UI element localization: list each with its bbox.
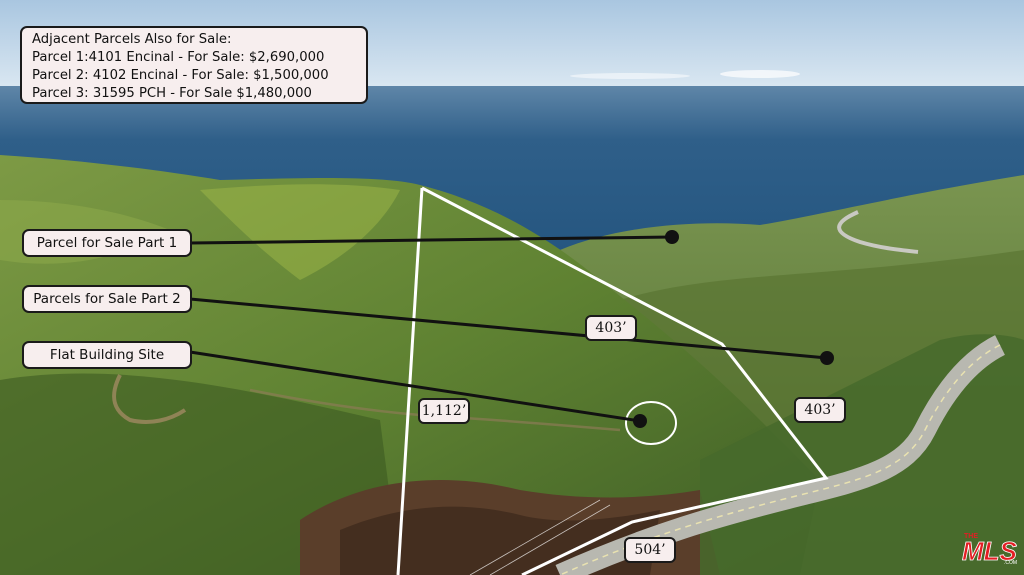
label-parcel-part-1: Parcel for Sale Part 1	[22, 229, 192, 257]
logo-com: .COM	[1004, 560, 1017, 566]
dimension-right: 403’	[794, 397, 846, 423]
logo-the: THE	[964, 533, 978, 540]
leader-line-part2	[189, 297, 828, 360]
marker-part1	[665, 230, 679, 244]
power-line	[489, 504, 611, 575]
dirt-trail	[112, 374, 187, 424]
parcel-boundary-left	[396, 187, 424, 575]
marker-flat-site	[633, 414, 647, 428]
upper-road	[837, 210, 919, 254]
leader-line-flat-site	[189, 350, 641, 423]
info-heading: Adjacent Parcels Also for Sale:	[32, 32, 232, 47]
dimension-bottom: 504’	[624, 537, 676, 563]
hill-highlight	[200, 184, 400, 280]
highway	[555, 335, 1006, 575]
leader-line-part1	[189, 235, 673, 245]
info-parcel-1: Parcel 1:4101 Encinal - For Sale: $2,690…	[32, 50, 325, 65]
dimension-top-right: 403’	[585, 315, 637, 341]
parcel-boundary	[421, 186, 829, 575]
logo-mls: MLS	[962, 536, 1018, 566]
label-parcel-part-2: Parcels for Sale Part 2	[22, 285, 192, 313]
dimension-left: 1,112’	[418, 398, 470, 424]
cloud	[570, 73, 690, 79]
info-parcel-3: Parcel 3: 31595 PCH - For Sale $1,480,00…	[32, 86, 312, 101]
label-flat-building-site: Flat Building Site	[22, 341, 192, 369]
adjacent-parcels-info-box: Adjacent Parcels Also for Sale: Parcel 1…	[20, 26, 368, 104]
info-parcel-2: Parcel 2: 4102 Encinal - For Sale: $1,50…	[32, 68, 329, 83]
power-line	[469, 499, 601, 575]
building-site-circle	[625, 401, 677, 445]
cloud	[720, 70, 800, 78]
the-mls-logo: THE MLS .COM	[962, 533, 1018, 566]
marker-part2	[820, 351, 834, 365]
